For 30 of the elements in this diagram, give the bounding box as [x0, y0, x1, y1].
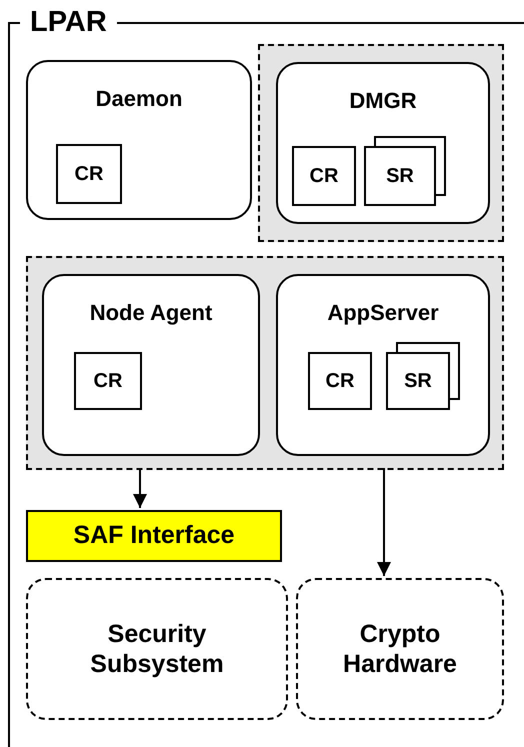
region-box: [364, 146, 436, 206]
process-box: [276, 274, 490, 456]
node-label: SAF Interface: [73, 520, 235, 552]
subsystem-box: [296, 578, 504, 720]
node-label: Security Subsystem: [89, 619, 225, 679]
region-box: [292, 146, 356, 206]
node-label: Daemon: [96, 88, 182, 110]
node-label: Crypto Hardware: [342, 619, 458, 679]
node-label: CR: [326, 369, 354, 394]
region-box: [308, 352, 372, 410]
node-label: SR: [404, 369, 432, 394]
subsystem-box: [26, 578, 288, 720]
interface-box: [26, 510, 282, 562]
node-label: CR: [94, 369, 122, 394]
process-box: [42, 274, 260, 456]
node-label: Node Agent: [90, 302, 212, 324]
region-box: [386, 352, 450, 410]
dashed-group: [258, 44, 504, 242]
node-label: CR: [74, 162, 104, 187]
node-label: AppServer: [327, 302, 439, 324]
region-box: [74, 352, 142, 410]
arrow: [133, 468, 147, 508]
process-box: [276, 62, 490, 224]
region-box: [56, 144, 122, 204]
process-box: [26, 60, 252, 220]
node-label: DMGR: [349, 90, 417, 112]
dashed-group: [26, 256, 504, 470]
arrow: [377, 468, 391, 576]
node-label: CR: [310, 164, 338, 189]
node-label: SR: [386, 164, 414, 189]
